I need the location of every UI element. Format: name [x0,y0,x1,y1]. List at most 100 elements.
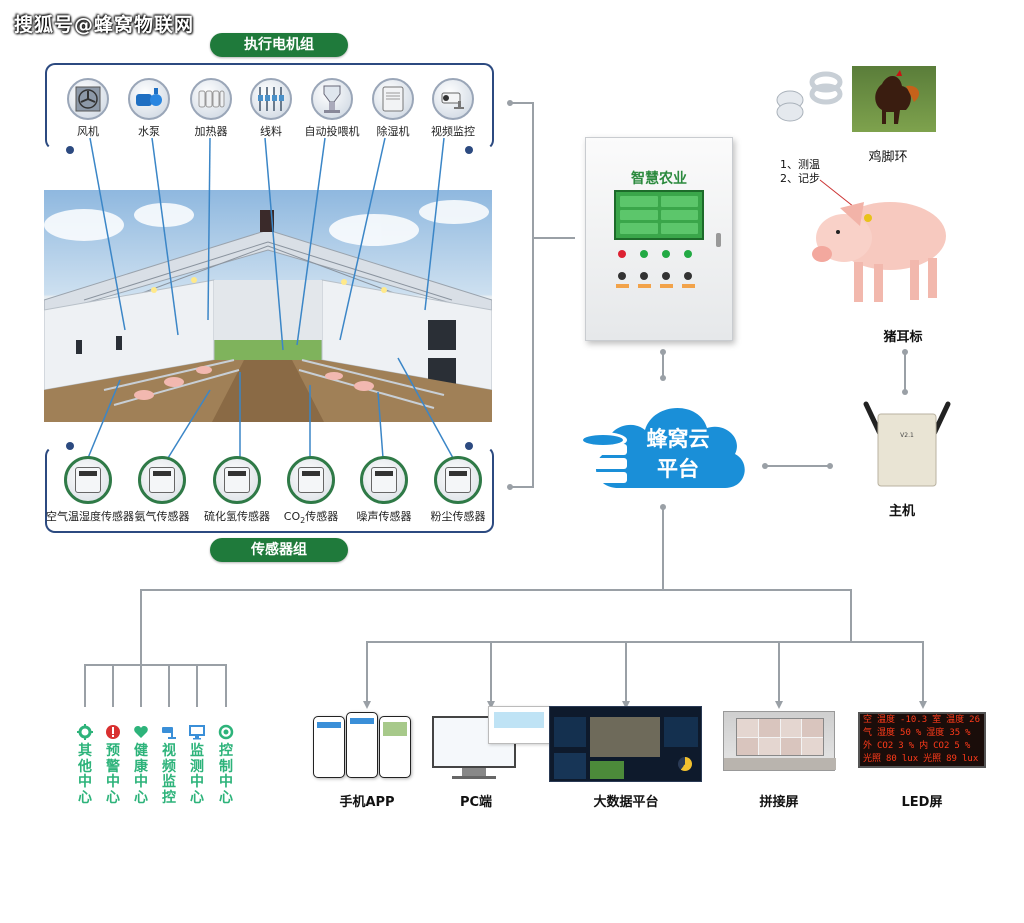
sensor-label: 硫化氢传感器 [204,510,270,523]
center-item-video[interactable]: 视频监控 [155,724,183,806]
led-cell: 35 [949,728,961,738]
actuator-label: 风机 [77,125,99,138]
heater-icon [190,78,232,120]
cabinet-touchscreen[interactable] [614,190,704,240]
rooster-photo [852,66,936,132]
terminal-label-big-data: 大数据平台 [593,795,659,810]
cloud-platform: 蜂窝云 平台 [575,388,755,500]
led-cell: 50 [900,728,911,738]
actuator-item-auto-feeder[interactable]: 自动投喂机 [300,78,364,139]
frame-dot [66,146,74,154]
cloud-icon [579,407,745,488]
center-label: 控制中心 [219,743,233,806]
actuator-group-title: 执行电机组 [210,33,348,57]
actuator-label: 除湿机 [376,125,410,138]
alert-icon [105,724,121,740]
led-cell: % [964,741,971,751]
led-cell: 湿度 [926,728,945,738]
noise-sensor-icon [360,456,408,504]
actuator-label: 线料 [260,125,282,138]
leg-ring-label: 鸡脚环 [868,150,908,165]
led-cell: lux [961,754,979,764]
led-cell: lux [901,754,919,764]
pig-note: 2、记步 [780,172,820,185]
camera-icon [161,724,177,740]
sensor-item-co2[interactable]: CO2传感器 [280,456,342,525]
sensor-item-ammonia[interactable]: 氨气传感器 [132,456,192,524]
led-cell: ℃ [985,714,986,727]
led-cell: -10.3 [900,715,928,725]
sensor-item-noise[interactable]: 噪声传感器 [354,456,414,524]
center-item-health[interactable]: 健康中心 [127,724,155,806]
led-cell: 风向 [910,766,928,768]
actuator-group-frame [45,63,494,150]
actuator-item-feed-line[interactable]: 线料 [242,78,300,139]
terminal-label-video-wall: 拼接屏 [759,795,799,810]
led-row: 风速0级风向东北风 [860,766,984,768]
center-label: 预警中心 [106,743,120,806]
actuator-item-pump[interactable]: 水泵 [118,78,180,139]
led-cell: 光照 [863,754,882,764]
actuator-label: 自动投喂机 [304,125,360,138]
center-item-control[interactable]: 控制中心 [212,724,240,806]
center-label: 视频监控 [162,743,176,806]
power-icon [218,724,234,740]
terminal-label-mobile-app: 手机APP [339,795,395,810]
frame-dot [66,442,74,450]
cabinet-handle [716,233,721,247]
pig-notes: 1、测温 2、记步 [780,158,820,186]
leg-ring-devices [770,66,850,126]
sensor-label: 氨气传感器 [134,510,190,523]
host-label: 主机 [888,504,915,519]
led-cell: 光照 [923,754,942,764]
led-cell: 东北风 [933,766,960,768]
sensor-item-dust[interactable]: 粉尘传感器 [428,456,488,524]
pig-barn-illustration [44,190,492,422]
center-item-alert[interactable]: 预警中心 [99,724,127,806]
sensor-item-air-temp-humidity[interactable]: 空气温湿度传感器 [46,456,134,524]
led-cell: 湿度 [877,728,896,738]
camera-icon [432,78,474,120]
center-label: 其他中心 [78,743,92,806]
air-temp-humidity-sensor-icon [64,456,112,504]
sensor-label: CO2传感器 [283,510,339,526]
feed-line-icon [250,78,292,120]
monitor-icon [189,724,205,740]
gear-icon [77,724,93,740]
center-item-other[interactable]: 其他中心 [71,724,99,806]
h2s-sensor-icon [213,456,261,504]
led-cell: 温度 [946,715,965,725]
led-cell: % [965,728,971,738]
center-item-monitor[interactable]: 监测中心 [183,724,211,806]
control-cabinet: 智慧农业 [585,137,733,341]
dust-sensor-icon [434,456,482,504]
auto-feeder-icon [311,78,353,120]
actuator-list: 风机 水泵 加热器 线料 自动投喂机 除湿机 视频监控 [58,78,484,139]
sensor-item-h2s[interactable]: 硫化氢传感器 [204,456,270,524]
actuator-item-heater[interactable]: 加热器 [180,78,242,139]
led-cell: 外 [863,741,873,751]
distribution-bus-line [140,589,852,642]
host-version: V2.1 [900,432,914,439]
actuator-item-dehumidifier[interactable]: 除湿机 [364,78,422,139]
watermark: 搜狐号@蜂窝物联网 [14,14,195,36]
led-display: 空温度-10.3室温度26℃气湿度50%湿度35%外CO23%内CO25%光照8… [858,712,986,768]
cabinet-title: 智慧农业 [631,171,687,187]
big-data-dashboard [549,706,702,782]
sensor-group-title: 传感器组 [210,538,348,562]
led-cell: 空 [863,715,873,725]
sensor-label: 空气温湿度传感器 [46,510,134,523]
ear-tag-label: 猪耳标 [883,330,923,345]
led-cell: CO2 [877,741,894,751]
actuator-item-camera[interactable]: 视频监控 [422,78,484,139]
terminals-bus-line [366,641,924,707]
led-cell: % [908,741,915,751]
centers-bus-line [84,664,227,707]
pig-note: 1、测温 [780,158,820,171]
actuator-item-fan[interactable]: 风机 [58,78,118,139]
